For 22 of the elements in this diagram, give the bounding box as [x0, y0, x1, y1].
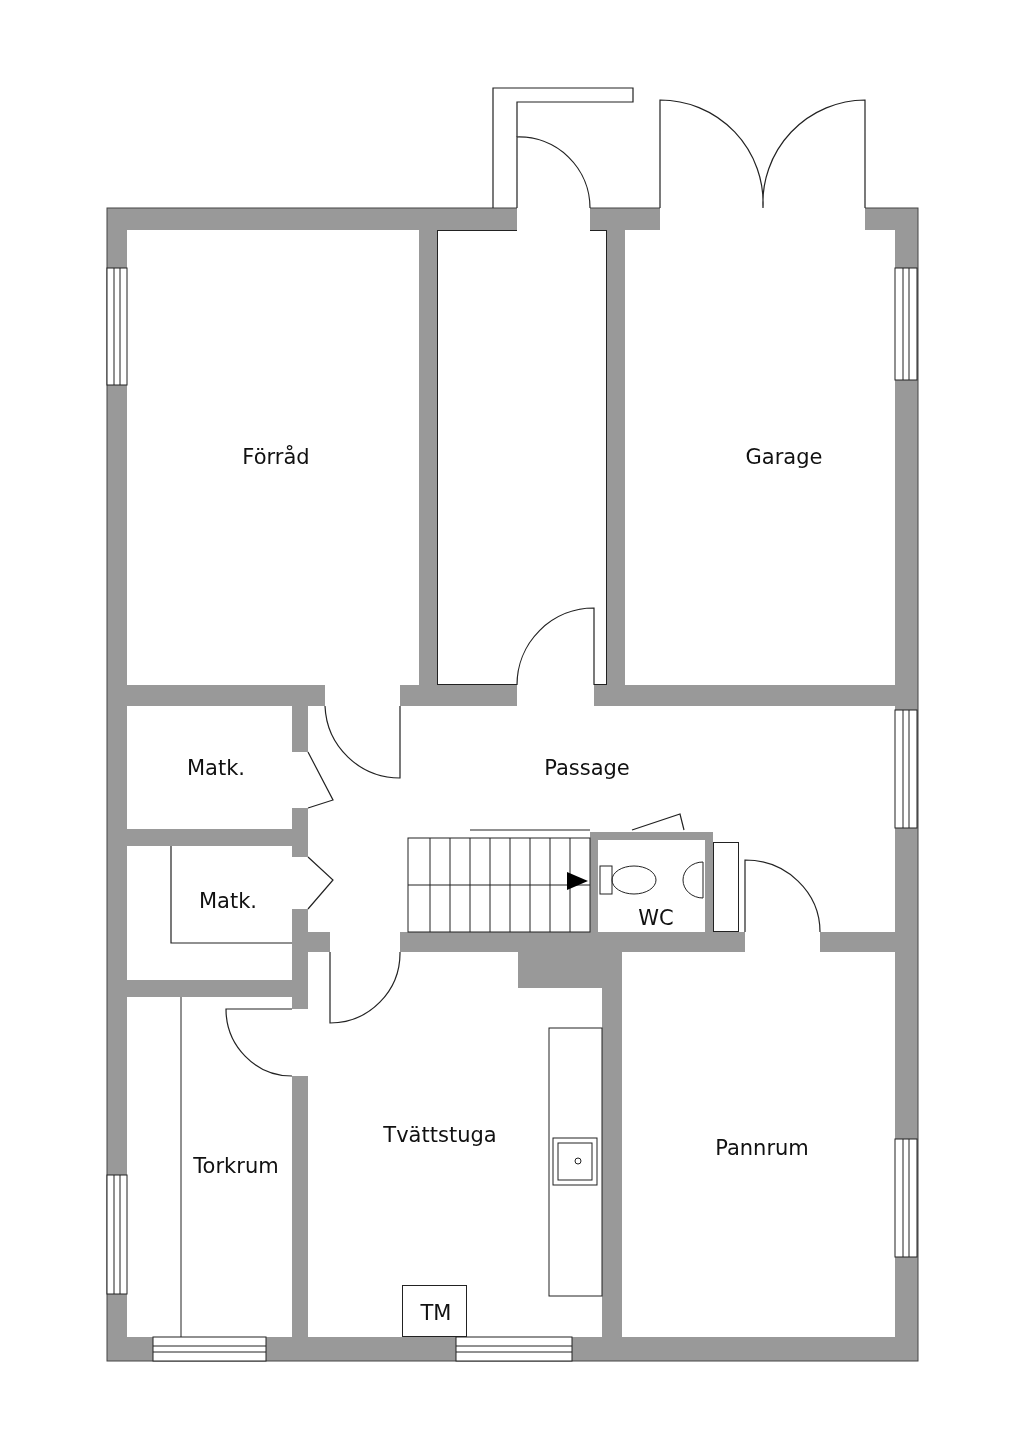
boiler-room [622, 952, 895, 1337]
storage-room [127, 230, 419, 685]
room-label: Garage [745, 445, 823, 469]
passage-room [308, 706, 895, 932]
room-label: Torkrum [193, 1154, 279, 1178]
laundry-room [308, 952, 602, 1337]
room-label: Matk. [198, 889, 258, 913]
pantry-room [127, 846, 292, 980]
room-label: WC [638, 906, 674, 930]
closet-outline [713, 842, 739, 932]
appliance-box [402, 1285, 467, 1337]
room-label: TM [420, 1301, 452, 1325]
room-label: Pannrum [715, 1136, 809, 1160]
room-label: Tvättstuga [383, 1123, 497, 1147]
room-label: Passage [544, 756, 630, 780]
room-label: Förråd [242, 445, 310, 469]
room-label: Matk. [186, 756, 246, 780]
drying-room [127, 997, 292, 1337]
garage-room [625, 230, 895, 685]
toilet-room [590, 832, 713, 932]
room [437, 230, 607, 685]
pantry-room [127, 706, 292, 829]
